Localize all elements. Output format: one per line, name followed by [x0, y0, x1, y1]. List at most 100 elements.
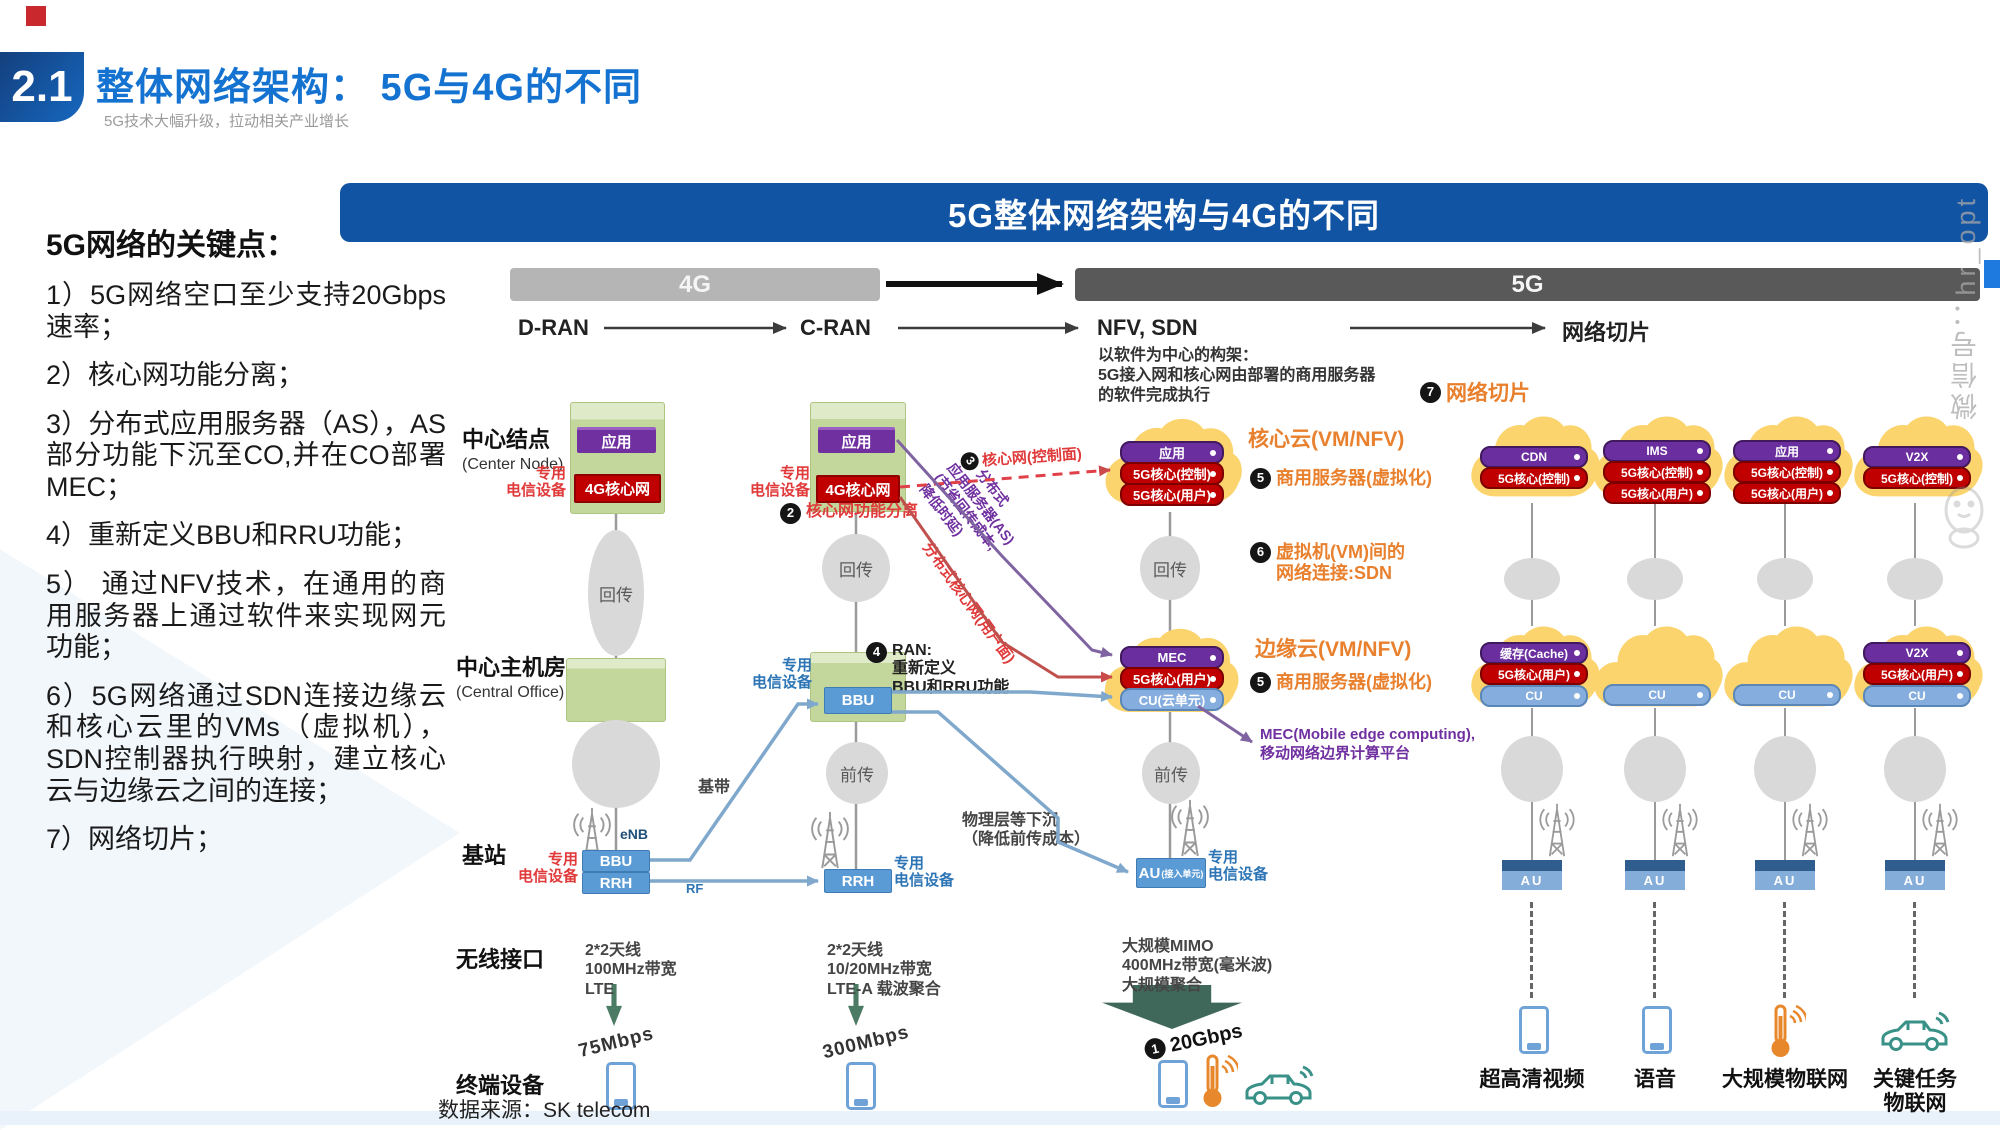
watermark-text: 微信号：hr_opt — [1951, 195, 1981, 420]
slice-pill-5G核心(用户): 5G核心(用户) — [1863, 663, 1971, 685]
dran-4gcore-box: 4G核心网 — [574, 474, 661, 503]
slice-ellipse-2 — [1884, 736, 1946, 802]
nfv-pill-cu: CU(云单元) — [1120, 688, 1224, 711]
slice-au-top — [1885, 860, 1945, 871]
data-source: 数据来源：SK telecom — [438, 1099, 651, 1122]
slicing-heading: 7 网络切片 — [1420, 382, 1530, 406]
dran-ellipse — [572, 720, 660, 808]
cran-dedicated-label: 专用 电信设备 — [749, 465, 810, 499]
slice-pill-应用: 应用 — [1733, 440, 1841, 462]
rf-label: RF — [686, 881, 704, 896]
num-6: 6 — [1250, 542, 1271, 563]
slice-dashed-line — [1913, 902, 1916, 998]
slice-tower-icon — [1790, 802, 1830, 858]
nfv-tower-icon — [1168, 798, 1212, 858]
num-1: 1 — [1142, 1036, 1168, 1062]
slice-pill-CDN: CDN — [1480, 446, 1588, 468]
slice-vline — [1914, 596, 1916, 626]
slice-pill-IMS: IMS — [1603, 440, 1711, 462]
slice-vline — [1784, 796, 1786, 866]
mec-note: MEC(Mobile edge computing),移动网络边界计算平台 — [1260, 726, 1475, 762]
slice-ellipse-1 — [1504, 558, 1560, 600]
dran-bbu-box: BBU — [582, 850, 650, 872]
bar-5g-tab — [1984, 260, 2000, 288]
cran-tower-icon — [808, 810, 852, 870]
cran-phone-icon — [846, 1062, 876, 1110]
cran-dedicated-label-3: 专用 电信设备 — [894, 855, 955, 889]
num-5: 5 — [1250, 468, 1271, 489]
key-point-7: 7）网络切片； — [46, 824, 224, 855]
num-7: 7 — [1420, 382, 1441, 403]
cran-backhaul: 回传 — [822, 534, 890, 602]
slice-au-label: AU — [1625, 871, 1685, 890]
stage-nfv: NFV, SDN — [1097, 315, 1198, 340]
core-server-note: 5 商用服务器(虚拟化) — [1250, 468, 1432, 489]
vm-sdn-note: 6 虚拟机(VM)间的网络连接:SDN — [1250, 542, 1405, 583]
slice-ellipse-2 — [1501, 736, 1563, 802]
slice-vline — [1784, 503, 1786, 563]
slice-pill-CU: CU — [1480, 685, 1588, 707]
slice-au-box: AU — [1502, 860, 1562, 890]
slice-ellipse-1 — [1757, 558, 1813, 600]
slice-dashed-line — [1653, 902, 1656, 998]
row-air-interface: 无线接口 — [456, 947, 545, 972]
row-terminal: 终端设备 — [456, 1073, 545, 1098]
slice-car-icon — [1878, 1010, 1952, 1056]
stage-slicing: 网络切片 — [1562, 320, 1651, 345]
dran-enb-label: eNB — [620, 826, 649, 842]
cran-app-box: 应用 — [818, 427, 895, 453]
dran-phone-icon — [606, 1062, 636, 1110]
slice-au-label: AU — [1885, 871, 1945, 890]
key-point-1: 1）5G网络空口至少支持20Gbps速率； — [46, 280, 446, 342]
slice-label-3: 大规模物联网 — [1722, 1068, 1848, 1091]
slice-vline — [1654, 796, 1656, 866]
stage-cran: C-RAN — [800, 315, 871, 340]
nfv-dedicated-label: 专用 电信设备 — [1208, 849, 1269, 883]
slice-au-box: AU — [1885, 860, 1945, 890]
num-5b: 5 — [1250, 672, 1271, 693]
slice-pill-5G核心(控制): 5G核心(控制) — [1863, 467, 1971, 489]
cran-4gcore-box: 4G核心网 — [816, 475, 900, 503]
slice-pill-缓存(Cache): 缓存(Cache) — [1480, 642, 1588, 664]
core-cloud-label: 核心云(VM/NFV) — [1248, 428, 1405, 451]
slice-tower-icon — [1920, 802, 1960, 858]
slice-pill-CU: CU — [1603, 684, 1711, 706]
slice-au-top — [1625, 860, 1685, 871]
num-2: 2 — [780, 503, 801, 524]
corner-red-square — [26, 6, 46, 26]
slice-iot-icon — [1766, 1002, 1806, 1060]
slice-vline — [1784, 708, 1786, 742]
key-points-panel: 5G网络的关键点： 1）5G网络空口至少支持20Gbps速率； 2）核心网功能分… — [46, 220, 446, 873]
nfv-pill-core-ctrl: 5G核心(控制) — [1120, 462, 1224, 485]
phy-sink-note: 物理层等下沉（降低前传成本） — [962, 812, 1091, 849]
slice-pill-V2X: V2X — [1863, 446, 1971, 468]
slice-label-1: 超高清视频 — [1479, 1068, 1585, 1091]
edge-server-note: 5 商用服务器(虚拟化) — [1250, 672, 1432, 693]
stage-dran: D-RAN — [518, 315, 589, 340]
key-point-4: 4）重新定义BBU和RRU功能； — [46, 520, 419, 551]
slice-phone-icon — [1519, 1006, 1549, 1054]
page-subtitle: 5G技术大幅升级，拉动相关产业增长 — [104, 113, 350, 130]
page-title: 整体网络架构： 5G与4G的不同 — [96, 67, 642, 109]
slice-vline — [1654, 503, 1656, 563]
nfv-au-box: AU(接入单元) — [1136, 858, 1206, 888]
bar-4g: 4G — [510, 268, 880, 301]
slice-pill-5G核心(用户): 5G核心(用户) — [1733, 482, 1841, 504]
slice-vline — [1531, 708, 1533, 742]
section-number-badge: 2.1 — [0, 52, 84, 122]
cran-fronthaul: 前传 — [826, 742, 888, 804]
slice-dashed-line — [1530, 902, 1533, 998]
slice-pill-CU: CU — [1863, 685, 1971, 707]
key-point-3: 3）分布式应用服务器（AS），AS部分功能下沉至CO,并在CO部署MEC； — [46, 408, 446, 502]
key-point-5: 5） 通过NFV技术，在通用的商用服务器上通过软件来实现网元功能； — [46, 569, 446, 663]
nfv-phone-icon — [1158, 1060, 1188, 1108]
bottom-strip — [0, 1111, 2000, 1125]
slice-pill-5G核心(控制): 5G核心(控制) — [1733, 461, 1841, 483]
slice-au-top — [1502, 860, 1562, 871]
